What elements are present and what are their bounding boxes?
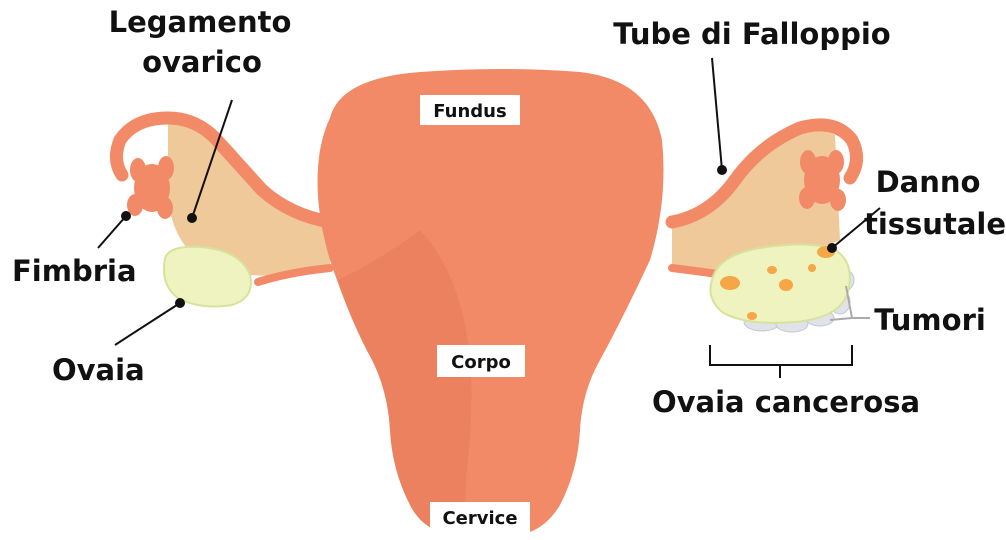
damage-label-line1: Danno	[876, 165, 981, 199]
cervix-label: Cervice	[442, 508, 517, 529]
right-adnexa	[672, 125, 857, 332]
fimbria-leader	[98, 216, 126, 248]
ovary-label: Ovaia	[52, 353, 145, 387]
fimbria-label: Fimbria	[12, 254, 137, 288]
cervix-label-box: Cervice	[430, 502, 530, 532]
body-label-box: Corpo	[437, 345, 525, 377]
ligament-label-line2: ovarico	[142, 45, 262, 79]
ovary-leader	[115, 303, 180, 345]
tumors-label: Tumori	[874, 303, 986, 337]
left-adnexa	[116, 118, 330, 306]
cancer-bracket	[710, 345, 852, 378]
fallopian-tubes-label: Tube di Falloppio	[613, 17, 890, 51]
damage-label-line2: tissutale	[864, 207, 1006, 241]
right-fimbria	[799, 150, 846, 211]
left-fimbria	[127, 156, 174, 219]
tubes-leader	[712, 58, 722, 170]
fundus-label-box: Fundus	[420, 95, 520, 125]
fundus-label: Fundus	[433, 101, 506, 122]
cancerous-ovary-label: Ovaia cancerosa	[652, 385, 920, 419]
ligament-label-line1: Legamento	[109, 5, 292, 39]
body-label: Corpo	[451, 352, 511, 373]
